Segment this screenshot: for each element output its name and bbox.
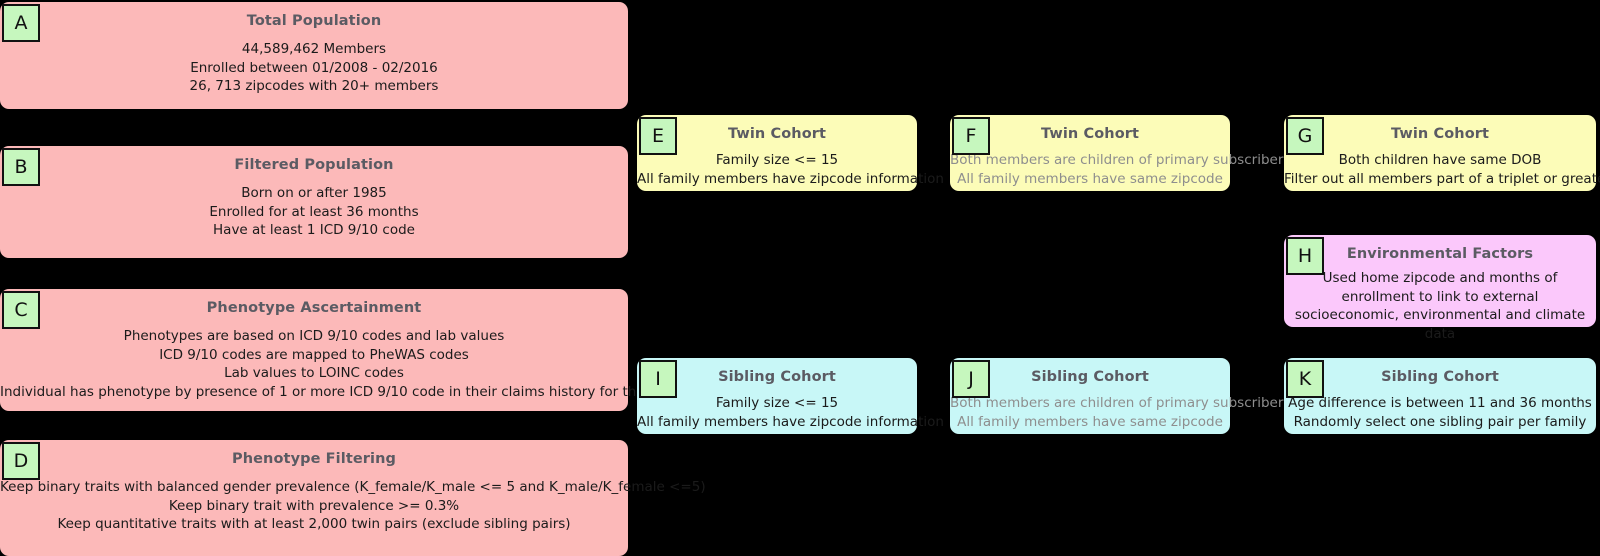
panel-line: All family members have same zipcode xyxy=(957,170,1223,187)
panel-background xyxy=(637,115,917,191)
panel-badge-i: I xyxy=(639,360,677,398)
panel-twin-cohort-f[interactable]: F Twin Cohort Both members are children … xyxy=(950,115,1284,191)
panel-background xyxy=(0,440,628,556)
panel-environmental-factors[interactable]: H Environmental Factors Used home zipcod… xyxy=(1284,235,1596,342)
panel-line: 26, 713 zipcodes with 20+ members xyxy=(189,78,439,94)
panel-title-b: Filtered Population xyxy=(234,157,394,173)
panel-line: Both members are children of primary sub… xyxy=(950,152,1284,168)
panel-badge-g: G xyxy=(1286,117,1324,155)
panel-background xyxy=(0,289,628,411)
panel-line: 44,589,462 Members xyxy=(241,41,387,57)
panel-title-g: Twin Cohort xyxy=(1390,126,1490,142)
panel-sibling-cohort-i[interactable]: I Sibling Cohort Family size <= 15 All fa… xyxy=(637,358,944,434)
panel-badge-d: D xyxy=(2,442,40,480)
panel-lines-h: Used home zipcode and months of enrollme… xyxy=(1284,269,1596,343)
panel-sibling-cohort-k[interactable]: K Sibling Cohort Age difference is betwe… xyxy=(1284,358,1596,434)
panel-line: Keep quantitative traits with at least 2… xyxy=(57,516,571,532)
panel-line: Enrolled between 01/2008 - 02/2016 xyxy=(190,59,438,76)
panel-line: All family members have same zipcode xyxy=(957,413,1223,430)
panel-line: Have at least 1 ICD 9/10 code xyxy=(213,222,415,238)
panel-title-d: Phenotype Filtering xyxy=(231,451,397,467)
panel-badge-f: F xyxy=(952,117,990,155)
panel-line: Randomly select one sibling pair per fam… xyxy=(1293,413,1587,430)
panel-filtered-population[interactable]: B Filtered Population Born on or after 1… xyxy=(0,146,628,258)
panel-line: Born on or after 1985 xyxy=(241,185,387,201)
panel-line: Both members are children of primary sub… xyxy=(950,395,1284,411)
panel-title-f: Twin Cohort xyxy=(1040,126,1140,142)
panel-line: Used home zipcode and months of enrollme… xyxy=(1294,270,1586,342)
panel-background xyxy=(1284,115,1596,191)
panel-line: Filter out all members part of a triplet… xyxy=(1284,170,1600,187)
panel-title-h: Environmental Factors xyxy=(1346,246,1534,262)
panel-phenotype-filtering[interactable]: D Phenotype Filtering Keep binary traits… xyxy=(0,440,706,556)
panel-background xyxy=(1284,358,1596,434)
panel-background xyxy=(637,358,917,434)
panel-badge-k: K xyxy=(1286,360,1324,398)
panel-lines-c: Phenotypes are based on ICD 9/10 codes a… xyxy=(0,327,747,401)
panel-phenotype-ascertainment[interactable]: C Phenotype Ascertainment Phenotypes are… xyxy=(0,289,747,411)
panel-badge-j: J xyxy=(952,360,990,398)
panel-title-e: Twin Cohort xyxy=(727,126,827,142)
panel-line: Lab values to LOINC codes xyxy=(224,365,404,381)
panel-title-a: Total Population xyxy=(246,13,382,29)
panel-background xyxy=(950,358,1230,434)
panel-line: Keep binary trait with prevalence >= 0.3… xyxy=(168,497,460,514)
panel-line: Individual has phenotype by presence of … xyxy=(0,383,747,400)
panel-badge-a: A xyxy=(2,4,40,42)
panel-line: ICD 9/10 codes are mapped to PheWAS code… xyxy=(159,346,469,363)
panel-title-i: Sibling Cohort xyxy=(718,369,836,385)
panel-line: All family members have zipcode informat… xyxy=(637,413,944,430)
panel-line: Family size <= 15 xyxy=(715,395,839,411)
panel-lines-g: Both children have same DOB Filter out al… xyxy=(1284,151,1600,188)
panel-title-k: Sibling Cohort xyxy=(1381,369,1499,385)
panel-twin-cohort-e[interactable]: E Twin Cohort Family size <= 15 All famil… xyxy=(637,115,944,191)
panel-line: Keep binary traits with balanced gender … xyxy=(0,479,706,495)
panel-background xyxy=(1284,235,1596,327)
panel-sibling-cohort-j[interactable]: J Sibling Cohort Both members are childr… xyxy=(950,358,1284,434)
panel-title-j: Sibling Cohort xyxy=(1031,369,1149,385)
panel-lines-k: Age difference is between 11 and 36 mont… xyxy=(1284,394,1596,431)
panel-twin-cohort-g[interactable]: G Twin Cohort Both children have same DO… xyxy=(1284,115,1600,191)
panel-line: Both children have same DOB xyxy=(1338,152,1542,168)
panel-background xyxy=(950,115,1230,191)
panel-badge-c: C xyxy=(2,291,40,329)
panel-badge-e: E xyxy=(639,117,677,155)
panel-lines-f: Both members are children of primary sub… xyxy=(950,151,1284,188)
panel-lines-j: Both members are children of primary sub… xyxy=(950,394,1284,431)
panel-line: Family size <= 15 xyxy=(715,152,839,168)
panel-background xyxy=(0,146,628,258)
panel-badge-h: H xyxy=(1286,237,1324,275)
panel-line: Enrolled for at least 36 months xyxy=(209,203,419,220)
panel-line: Phenotypes are based on ICD 9/10 codes a… xyxy=(123,328,505,344)
panel-line: Age difference is between 11 and 36 mont… xyxy=(1288,395,1592,411)
panel-title-c: Phenotype Ascertainment xyxy=(206,300,422,316)
panel-lines-i: Family size <= 15 All family members have… xyxy=(637,394,944,431)
panel-background xyxy=(0,2,628,109)
panel-lines-e: Family size <= 15 All family members have… xyxy=(637,151,944,188)
panel-lines-d: Keep binary traits with balanced gender … xyxy=(0,478,706,534)
panel-badge-b: B xyxy=(2,148,40,186)
panel-line: All family members have zipcode informat… xyxy=(637,170,944,187)
